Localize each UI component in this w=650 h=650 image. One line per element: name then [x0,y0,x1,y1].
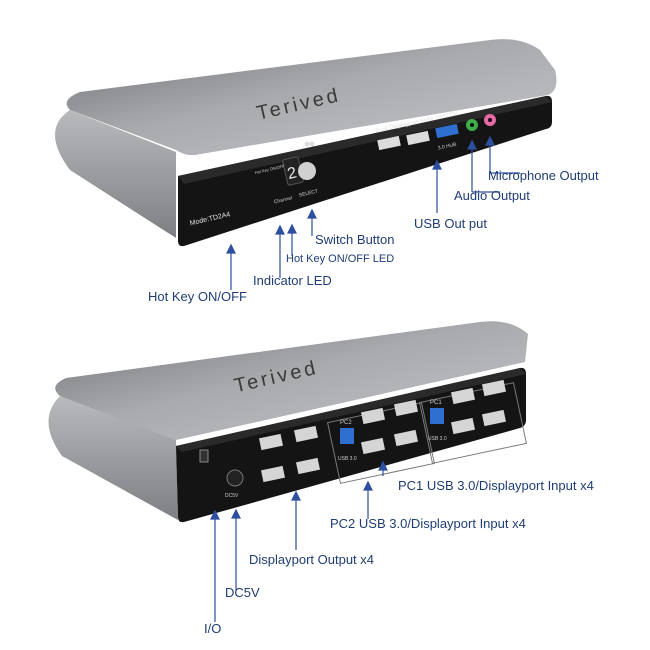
hotkey-led [304,141,310,147]
rear-panel [176,367,526,523]
pc1-input-group: USB 3.0 PC1 [419,379,527,464]
usb-tag: USB 3.0 [338,456,357,462]
pc-tag: PC2 [340,420,352,426]
callout-usb-output: USB Out put [414,216,487,231]
usb30-tag: 3.0 HUB [437,142,457,152]
dp-output-group [258,425,321,483]
hotkey-tag: Hot Key ON/OFF [254,163,285,175]
callout-switch-button: Switch Button [315,232,395,247]
dc-jack [226,469,244,487]
usb3-port [435,123,459,139]
channel-label: Channel [273,195,293,205]
callout-dp-output: Displayport Output x4 [249,552,375,567]
rear-panel-details: DC5V USB 3.0 PC2 [199,379,527,499]
callout-pc2-input: PC2 USB 3.0/Displayport Input x4 [330,516,526,531]
usb3-b-port [430,408,444,424]
callout-indicator-led: Indicator LED [253,273,332,288]
pc2-input-group: USB 3.0 PC2 [327,399,435,484]
callout-pc1-input: PC1 USB 3.0/Displayport Input x4 [398,478,594,493]
rear-unit: Terived [48,321,528,523]
io-switch [199,449,209,463]
usb-tag: USB 3.0 [428,436,447,442]
usb3-b-port [340,428,354,444]
callout-microphone-output: Microphone Output [488,168,599,183]
usb-port [377,135,401,151]
select-button[interactable] [298,162,316,180]
callout-dc5v: DC5V [225,585,260,600]
pc-tag: PC1 [430,400,442,406]
select-label: SELECT [298,189,318,199]
callout-io: I/O [204,621,222,636]
channel-digit: 2 [286,164,299,183]
front-unit [55,39,557,247]
hotkey-led [309,141,315,147]
callout-audio-output: Audio Output [454,188,530,203]
leader-lines [210,135,520,622]
callout-hotkey-led: Hot Key ON/OFF LED [286,253,395,265]
dc-label: DC5V [225,493,239,499]
callout-hotkey-onoff: Hot Key ON/OFF [148,289,247,304]
usb-port [406,130,430,146]
